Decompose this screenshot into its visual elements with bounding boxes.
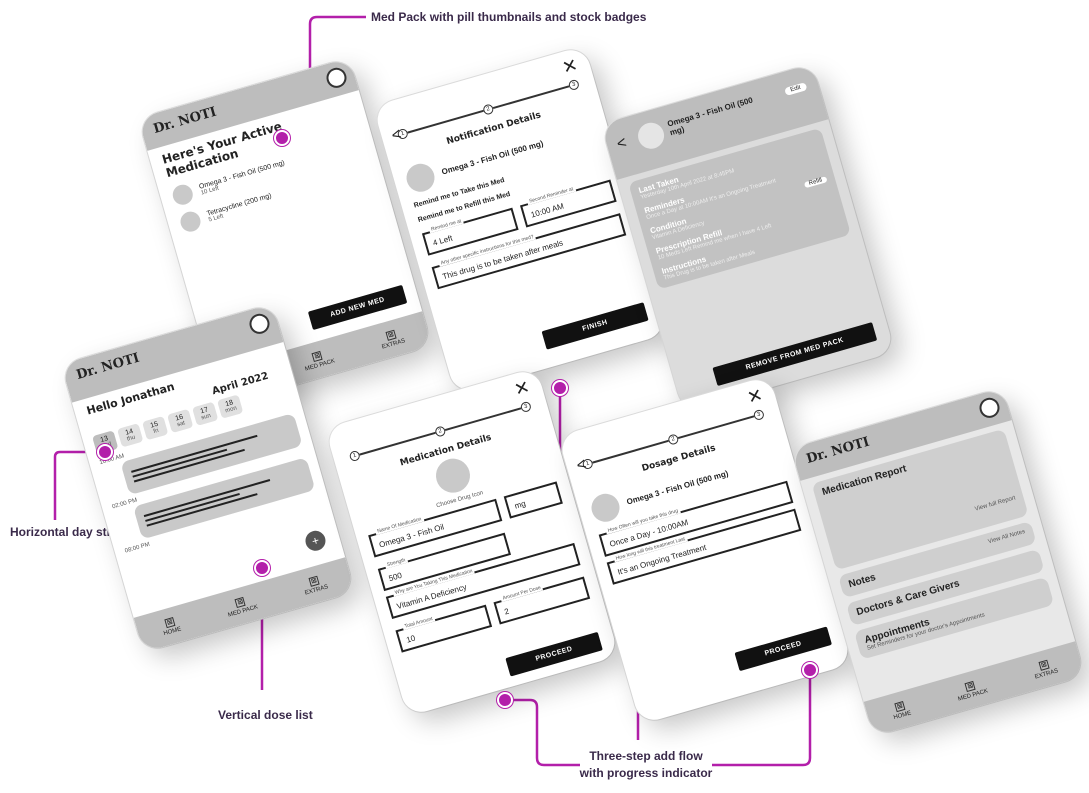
extras-icon: ⊠ (1038, 659, 1050, 671)
pill-thumbnail (403, 160, 438, 196)
edit-button[interactable]: Edit (783, 82, 808, 97)
nav-medpack-label: MED PACK (304, 357, 336, 373)
nav-extras[interactable]: ⊠EXTRAS (378, 327, 406, 350)
step-2: 2 (482, 103, 495, 116)
medpack-icon: ⊠ (964, 680, 976, 692)
callout-dot-notification-flow (552, 380, 568, 396)
bottom-nav: ⊠HOME ⊠MED PACK ⊠EXTRAS (863, 641, 1086, 737)
nav-extras[interactable]: ⊠EXTRAS (301, 573, 329, 596)
drug-icon (431, 454, 475, 497)
pill-thumbnail (170, 182, 196, 208)
back-icon[interactable]: < (614, 134, 629, 154)
pill-thumbnail (588, 490, 623, 526)
step-3: 3 (519, 400, 533, 414)
proceed-button[interactable]: PROCEED (734, 626, 833, 672)
card-title: Notes (847, 572, 878, 591)
nav-medpack[interactable]: ⊠MED PACK (301, 347, 336, 373)
home-icon: ⊠ (164, 616, 176, 628)
home-icon: ⊠ (894, 700, 906, 712)
caption-addflow-line2: with progress indicator (579, 766, 713, 780)
caption-addflow: Three-step add flow with progress indica… (566, 748, 726, 782)
amount-per-dose-value: 2 (503, 606, 511, 617)
pill-thumbnail (178, 209, 203, 235)
medpack-icon: ⊠ (311, 350, 323, 362)
app-logo: Dr. NOTI (74, 350, 142, 383)
remind-at-value: 4 Left (431, 233, 454, 248)
step-3: 3 (752, 408, 766, 422)
remove-from-medpack-button[interactable]: REMOVE FROM MED PACK (712, 322, 878, 387)
avatar[interactable] (247, 311, 272, 337)
callout-dot-doselist (254, 560, 270, 576)
app-logo: Dr. NOTI (804, 434, 872, 467)
nav-extras[interactable]: ⊠EXTRAS (1031, 657, 1059, 680)
callout-dot-daystrip (97, 444, 113, 460)
nav-home[interactable]: ⊠HOME (160, 615, 182, 637)
close-icon[interactable]: ✕ (560, 54, 581, 78)
amount-per-dose-label: Amount Per Dose (500, 584, 544, 603)
close-icon[interactable]: ✕ (512, 376, 533, 400)
extras-icon: ⊠ (308, 575, 320, 587)
view-notes-link[interactable]: View All Notes (987, 528, 1026, 546)
unit-value: mg (513, 498, 527, 511)
bottom-nav: ⊠HOME ⊠MED PACK ⊠EXTRAS (133, 557, 356, 653)
add-dose-button[interactable]: + (303, 528, 328, 554)
avatar[interactable] (324, 65, 349, 91)
nav-extras-label: EXTRAS (304, 583, 329, 597)
extras-icon: ⊠ (385, 329, 397, 341)
total-amount-value: 10 (405, 633, 417, 645)
step-2: 2 (667, 433, 680, 446)
nav-medpack[interactable]: ⊠MED PACK (954, 677, 989, 703)
finish-button[interactable]: FINISH (541, 302, 649, 350)
callout-dot-medpack (274, 130, 290, 146)
nav-home[interactable]: ⊠HOME (890, 699, 912, 721)
second-reminder-value: 10:00 AM (529, 201, 565, 220)
app-logo: Dr. NOTI (151, 104, 219, 137)
nav-medpack-label: MED PACK (227, 603, 259, 619)
nav-extras-label: EXTRAS (381, 337, 406, 351)
callout-dot-dosage-flow (802, 662, 818, 678)
caption-medpack: Med Pack with pill thumbnails and stock … (371, 10, 647, 24)
unit-select[interactable]: mg (503, 481, 563, 519)
med-name: Omega 3 - Fish Oil (500 mg) (666, 95, 754, 138)
nav-medpack-label: MED PACK (957, 687, 989, 703)
caption-doselist: Vertical dose list (218, 708, 313, 722)
total-amount-label: Total Amount (402, 615, 436, 631)
callout-dot-form-flow (497, 692, 513, 708)
nav-medpack[interactable]: ⊠MED PACK (224, 593, 259, 619)
caption-daystrip: Horizontal day strip (10, 525, 123, 539)
nav-extras-label: EXTRAS (1034, 667, 1059, 681)
caption-addflow-line1: Three-step add flow (589, 749, 703, 763)
step-1: 1 (348, 449, 361, 463)
phone-medication-form: ✕ 1 2 3 Medication Details Choose Drug I… (324, 367, 620, 717)
step-3: 3 (567, 78, 581, 92)
avatar[interactable] (977, 395, 1002, 421)
phone-med-detail: < Omega 3 - Fish Oil (500 mg) Edit Last … (600, 63, 896, 413)
step-2: 2 (434, 425, 447, 438)
proceed-button[interactable]: PROCEED (505, 631, 603, 677)
medpack-icon: ⊠ (234, 596, 246, 608)
close-icon[interactable]: ✕ (745, 384, 766, 408)
pill-thumbnail (634, 119, 668, 152)
strength-value: 500 (387, 570, 404, 584)
